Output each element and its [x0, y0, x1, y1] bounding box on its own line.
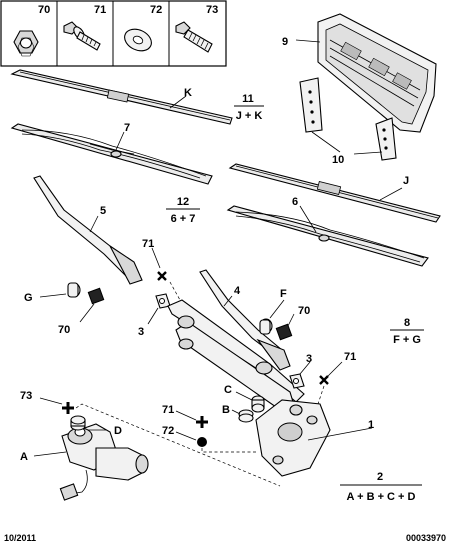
callout-71-middle: 71 [162, 404, 174, 416]
linkage-assembly-part-1 [167, 299, 373, 477]
arm-cap-part-G [39, 282, 105, 323]
kit-2-fraction: 2 A + B + C + D [340, 471, 422, 503]
fastener-marker-71-middle [175, 410, 208, 428]
kit-12-number: 12 [177, 196, 189, 208]
scuttle-grille-part-9 [295, 13, 437, 133]
wiper-motor-part-A [33, 423, 149, 501]
callout-F: F [280, 288, 287, 300]
fastener-legend: 70 71 72 73 [0, 0, 227, 67]
wiper-arm-part-4 [199, 269, 291, 371]
wiper-blade-part-7 [10, 123, 213, 185]
kit-8-number: 8 [404, 317, 410, 329]
callout-6: 6 [292, 196, 298, 208]
hex-nut-icon [13, 30, 39, 57]
footer-date: 10/2011 [4, 533, 36, 543]
pivot-washer-part-B [231, 409, 254, 423]
callout-A: A [20, 451, 28, 463]
callout-1: 1 [368, 419, 374, 431]
kit-11-number: 11 [242, 93, 254, 105]
callout-3-upper: 3 [138, 326, 144, 338]
motor-nut-part-D [70, 415, 106, 431]
washer-icon [124, 28, 152, 52]
spindle-part-3-lower [289, 361, 311, 389]
pivot-nut-part-C [235, 391, 265, 413]
callout-B: B [222, 404, 230, 416]
callout-D: D [114, 425, 122, 437]
mounting-bracket-part-10 [299, 77, 397, 161]
callout-5: 5 [100, 205, 106, 217]
flange-bolt-icon [63, 21, 101, 51]
callout-70-left: 70 [58, 324, 70, 336]
wiper-blade-part-K [10, 69, 233, 125]
callout-71-lower: 71 [344, 351, 356, 363]
kit-11-contents: J + K [236, 110, 263, 122]
callout-71-upper: 71 [142, 238, 154, 250]
fastener-marker-71-lower [319, 361, 343, 385]
kit-12-fraction: 12 6 + 7 [166, 196, 200, 225]
callout-C: C [224, 384, 232, 396]
callout-4: 4 [234, 285, 241, 297]
callout-73: 73 [20, 390, 32, 402]
callout-10: 10 [332, 154, 344, 166]
callout-9: 9 [282, 36, 288, 48]
legend-ref-70: 70 [38, 4, 50, 16]
callout-3-lower: 3 [306, 353, 312, 365]
callout-J: J [403, 175, 409, 187]
legend-ref-73: 73 [206, 4, 218, 16]
callout-K: K [184, 87, 192, 99]
kit-12-contents: 6 + 7 [171, 213, 196, 225]
footer-reference: 00033970 [406, 533, 446, 543]
kit-8-contents: F + G [393, 334, 421, 346]
wiper-blade-part-6 [226, 205, 429, 267]
legend-ref-72: 72 [150, 4, 162, 16]
fastener-marker-71-upper [151, 247, 167, 281]
screw-icon [175, 21, 213, 53]
callout-7: 7 [124, 122, 130, 134]
kit-11-fraction: 11 J + K [234, 93, 264, 122]
spindle-part-3-upper [147, 293, 171, 325]
callout-G: G [24, 292, 33, 304]
wiper-blade-part-J [228, 163, 441, 223]
fastener-marker-72 [175, 431, 256, 453]
fastener-marker-73 [39, 397, 281, 487]
wiper-arm-part-5 [33, 175, 143, 285]
legend-ref-71: 71 [94, 4, 106, 16]
callout-70-right: 70 [298, 305, 310, 317]
callout-72: 72 [162, 425, 174, 437]
kit-2-contents: A + B + C + D [347, 491, 416, 503]
arm-cap-part-F [259, 299, 295, 341]
kit-2-number: 2 [377, 471, 383, 483]
kit-8-fraction: 8 F + G [390, 317, 424, 346]
